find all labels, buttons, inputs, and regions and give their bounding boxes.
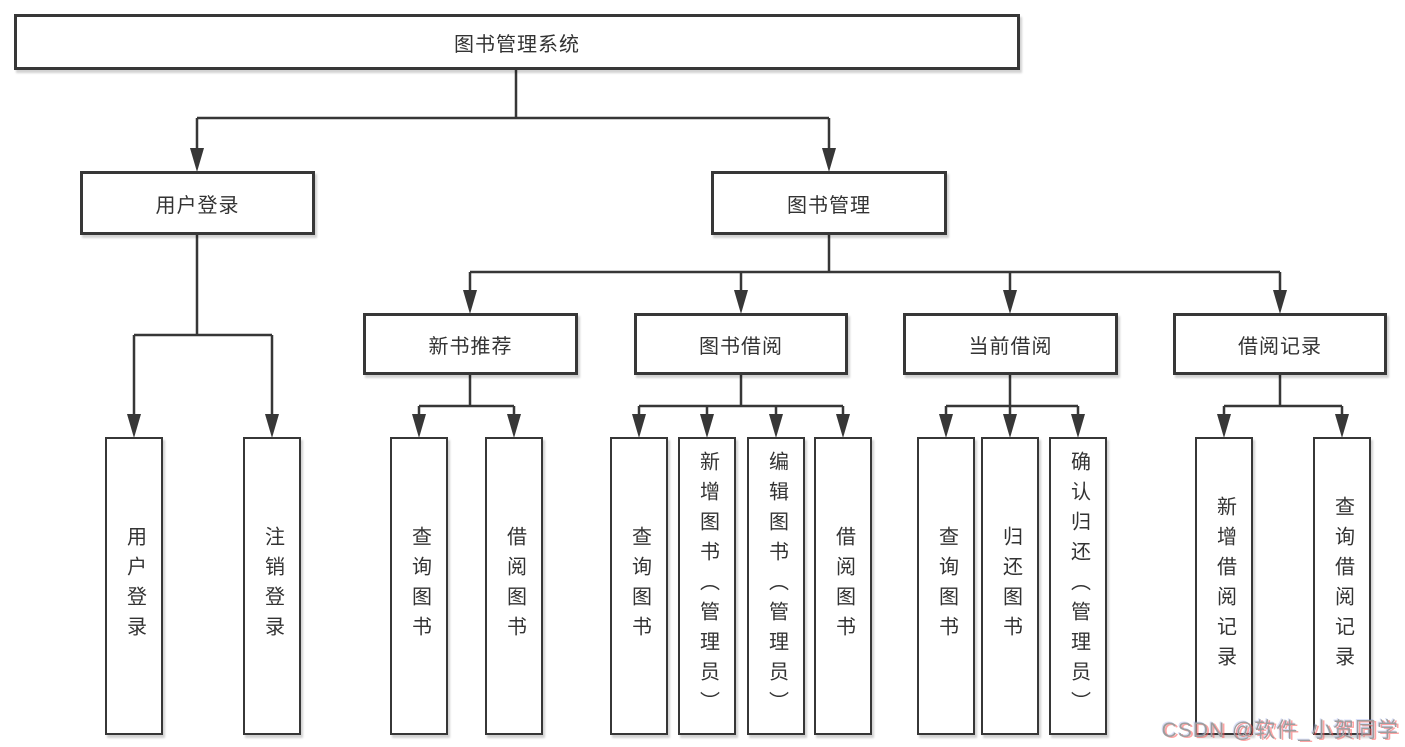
leaf-edit-book-admin: 编辑图书（管理员） [747,437,805,735]
leaf-user-login-label: 用户登录 [123,526,146,646]
arrowhead-icons [127,148,1349,438]
node-library-management-system: 图书管理系统 [14,14,1020,70]
leaf-query-borrow-record: 查询借阅记录 [1313,437,1371,735]
leaf-query-books-current-label: 查询图书 [935,526,958,646]
node-book-borrowing: 图书借阅 [634,313,848,375]
leaf-add-borrow-record: 新增借阅记录 [1195,437,1253,735]
leaf-add-book-admin: 新增图书（管理员） [678,437,736,735]
leaf-confirm-return-admin: 确认归还（管理员） [1049,437,1107,735]
leaf-confirm-return-admin-label: 确认归还（管理员） [1067,451,1090,721]
leaf-logout: 注销登录 [243,437,301,735]
leaf-query-books-borrowing: 查询图书 [610,437,668,735]
leaf-borrow-books-borrowing: 借阅图书 [814,437,872,735]
node-borrowing-records: 借阅记录 [1173,313,1387,375]
node-new-book-recommend: 新书推荐 [363,313,578,375]
leaf-add-book-admin-label: 新增图书（管理员） [696,451,719,721]
leaf-query-books-borrowing-label: 查询图书 [628,526,651,646]
leaf-user-login: 用户登录 [105,437,163,735]
leaf-logout-label: 注销登录 [261,526,284,646]
leaf-add-borrow-record-label: 新增借阅记录 [1213,496,1236,676]
leaf-borrow-books-borrowing-label: 借阅图书 [832,526,855,646]
node-current-borrowing: 当前借阅 [903,313,1118,375]
leaf-borrow-books-recommend-label: 借阅图书 [503,526,526,646]
node-book-management: 图书管理 [711,171,947,235]
leaf-query-books-recommend: 查询图书 [390,437,448,735]
leaf-return-book-label: 归还图书 [999,526,1022,646]
leaf-return-book: 归还图书 [981,437,1039,735]
leaf-borrow-books-recommend: 借阅图书 [485,437,543,735]
leaf-query-borrow-record-label: 查询借阅记录 [1331,496,1354,676]
node-user-login: 用户登录 [80,171,315,235]
leaf-edit-book-admin-label: 编辑图书（管理员） [765,451,788,721]
leaf-query-books-current: 查询图书 [917,437,975,735]
leaf-query-books-recommend-label: 查询图书 [408,526,431,646]
csdn-watermark: CSDN @软件_小贺同学 [1161,719,1399,742]
